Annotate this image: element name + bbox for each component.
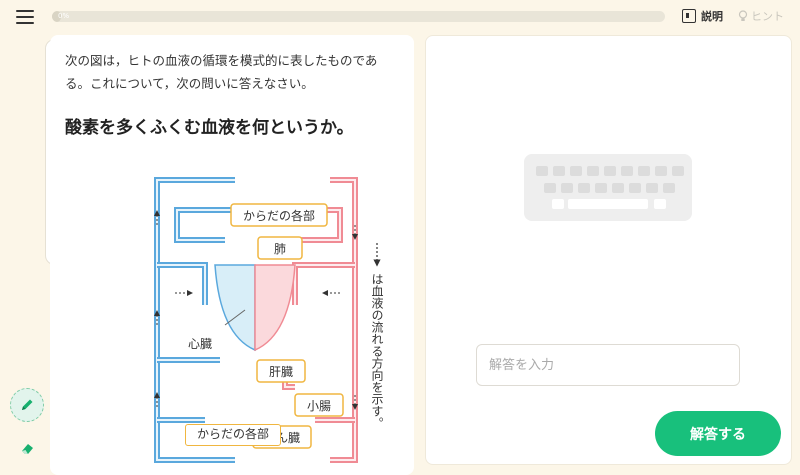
answer-input[interactable] [476, 344, 740, 386]
lightbulb-icon [738, 10, 748, 21]
answer-panel: 解答する [425, 35, 792, 465]
menu-icon[interactable] [16, 10, 34, 24]
progress-label: 0% [58, 12, 70, 20]
explanation-icon [682, 9, 696, 23]
question-text: 次の図は，ヒトの血液の循環を模式的に表したものである。これについて，次の問いに答… [65, 53, 378, 91]
blue-vessels [154, 177, 260, 463]
explain-button[interactable]: 説明 [682, 7, 723, 25]
label-body-bottom-text: からだの各部 [196, 427, 269, 441]
label-lungs-text: 肺 [274, 242, 286, 256]
question-panel: 次の図は，ヒトの血液の循環を模式的に表したものである。これについて，次の問いに答… [50, 35, 414, 475]
explain-label: 説明 [701, 10, 723, 23]
heart-shape [214, 264, 296, 352]
label-liver-text: 肝臓 [269, 365, 293, 379]
label-body-bottom-box: からだの各部 [185, 424, 281, 446]
keyboard-icon[interactable] [524, 154, 692, 221]
label-body-top-text: からだの各部 [243, 208, 315, 223]
label-body-top: からだの各部 [230, 203, 328, 227]
circulation-diagram: からだの各部 肺 心臓 肝臓 小腸 じん臓 は血液の流れる方向を示す。 [154, 177, 384, 463]
label-liver: 肝臓 [256, 359, 306, 383]
progress-bar: 0% [52, 11, 665, 22]
eraser-tool-button[interactable] [17, 437, 39, 459]
pencil-icon [22, 399, 33, 410]
pen-tool-button[interactable] [10, 388, 44, 422]
label-small-intestine-text: 小腸 [307, 399, 331, 413]
progress-fill [52, 11, 62, 22]
hint-label: ヒント [751, 10, 784, 23]
eraser-icon [22, 444, 33, 454]
label-heart: 心臓 [188, 337, 212, 351]
hint-button[interactable]: ヒント [738, 7, 784, 25]
flow-arrows [154, 210, 358, 410]
label-lungs: 肺 [257, 236, 303, 260]
question-prompt: 酸素を多くふくむ血液を何というか。 [65, 118, 354, 138]
arrow-note: は血液の流れる方向を示す。 [370, 273, 384, 429]
label-small-intestine: 小腸 [294, 393, 344, 417]
submit-button[interactable]: 解答する [655, 411, 781, 456]
